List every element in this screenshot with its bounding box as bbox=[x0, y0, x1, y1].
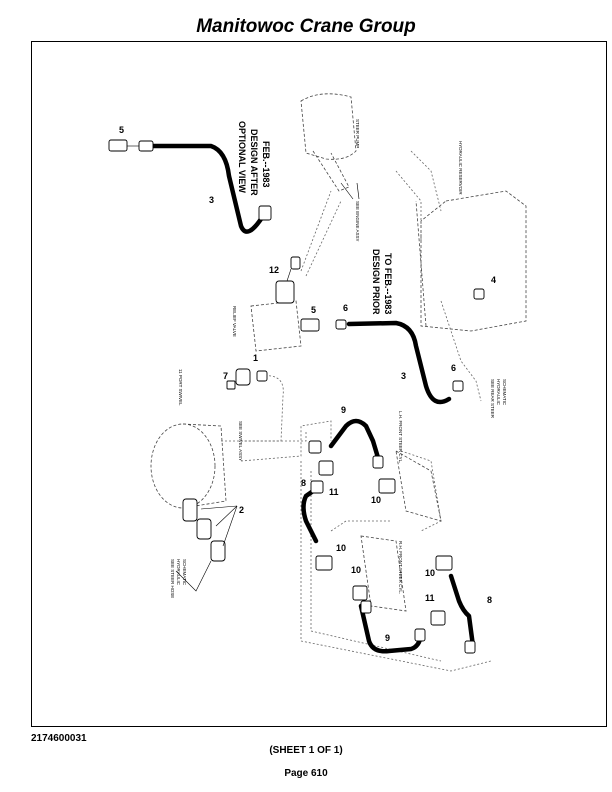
fitting-6-upper bbox=[335, 319, 347, 330]
callout-7: 7 bbox=[223, 371, 228, 381]
rear-steer-line1: SEE REAR STEER bbox=[490, 379, 495, 419]
sheet-indicator: (SHEET 1 OF 1) bbox=[269, 745, 343, 756]
fitting-12 bbox=[275, 256, 301, 304]
callout-3-upper: 3 bbox=[209, 195, 214, 205]
hydraulic-diagram: STEER PUMP HYDRAULIC RESERVOIR SEE ENGIN… bbox=[108, 93, 527, 672]
hose-8-left bbox=[301, 486, 319, 544]
page-number: Page 610 bbox=[284, 768, 328, 779]
port-swivel bbox=[150, 423, 227, 509]
hydraulic-reservoir bbox=[415, 190, 527, 332]
hose-optional-view bbox=[148, 143, 266, 234]
hose-9-upper bbox=[328, 418, 382, 464]
fitting-5-upper bbox=[108, 139, 154, 152]
optional-view-line3: FEB.--1983 bbox=[261, 141, 271, 188]
callout-6-lower: 6 bbox=[451, 363, 456, 373]
callout-10-upper: 10 bbox=[371, 495, 381, 505]
fitting-7 bbox=[226, 380, 236, 390]
callout-2: 2 bbox=[239, 505, 244, 515]
callout-10-right: 10 bbox=[425, 568, 435, 578]
fittings-10-11 bbox=[308, 440, 476, 654]
rh-front-steer-cylinder bbox=[360, 535, 407, 612]
steer-hose-line2: HYDRAULIC bbox=[176, 559, 181, 586]
optional-view-line1: OPTIONAL VIEW bbox=[237, 121, 247, 193]
engine-assy-label: SEE ENGINE ASSY bbox=[355, 201, 360, 242]
rear-steer-line3: SCHEMATIC bbox=[502, 379, 507, 406]
callout-12: 12 bbox=[269, 265, 279, 275]
steer-hose-line1: SEE STEER HOSE bbox=[170, 559, 175, 598]
page-title: Manitowoc Crane Group bbox=[196, 16, 416, 37]
callout-5-upper: 5 bbox=[119, 125, 124, 135]
callout-8-left: 8 bbox=[301, 478, 306, 488]
diagram-frame: STEER PUMP HYDRAULIC RESERVOIR SEE ENGIN… bbox=[31, 41, 607, 727]
callout-1: 1 bbox=[253, 353, 258, 363]
callout-10-left: 10 bbox=[336, 543, 346, 553]
document-number: 2174600031 bbox=[31, 733, 87, 744]
reservoir-label: HYDRAULIC RESERVOIR bbox=[458, 141, 463, 195]
hose-end-fitting bbox=[258, 205, 272, 221]
lh-front-steer-cylinder bbox=[395, 450, 442, 522]
fittings-2 bbox=[175, 498, 238, 592]
rh-front-steer-label: R.H. FRONT STEER CYL. bbox=[398, 541, 403, 594]
fitting-1 bbox=[235, 368, 268, 386]
port-swivel-label: 11 PORT SWIVEL bbox=[178, 369, 183, 406]
callout-10-middle: 10 bbox=[351, 565, 361, 575]
design-prior-line1: DESIGN PRIOR bbox=[371, 249, 381, 315]
callout-11-upper: 11 bbox=[329, 487, 339, 497]
design-prior-line2: TO FEB.--1983 bbox=[383, 253, 393, 314]
callout-4: 4 bbox=[491, 275, 496, 285]
callout-5-middle: 5 bbox=[311, 305, 316, 315]
hose-design-prior bbox=[346, 320, 452, 405]
fitting-4 bbox=[473, 288, 485, 300]
rear-steer-line2: HYDRAULIC bbox=[496, 379, 501, 406]
fitting-6-lower bbox=[452, 380, 464, 392]
relief-valve bbox=[250, 300, 302, 352]
steer-pump-label: STEER PUMP bbox=[355, 119, 360, 148]
swivel-assy-label: SEE SWIVEL ASSY bbox=[238, 421, 243, 461]
steer-pump bbox=[300, 93, 357, 192]
steer-hose-line3: SCHEMATIC bbox=[182, 559, 187, 586]
fitting-5-middle bbox=[300, 318, 320, 332]
callout-8-right: 8 bbox=[487, 595, 492, 605]
relief-valve-label: RELIEF VALVE bbox=[232, 306, 237, 337]
hose-8-right bbox=[448, 573, 476, 649]
lh-front-steer-label: L.H. FRONT STEER CYL. bbox=[398, 411, 403, 463]
callout-9-lower: 9 bbox=[385, 633, 390, 643]
callout-3-lower: 3 bbox=[401, 371, 406, 381]
callout-9-upper: 9 bbox=[341, 405, 346, 415]
callout-11-lower: 11 bbox=[425, 593, 435, 603]
optional-view-line2: DESIGN AFTER bbox=[249, 129, 259, 196]
callout-6-upper: 6 bbox=[343, 303, 348, 313]
